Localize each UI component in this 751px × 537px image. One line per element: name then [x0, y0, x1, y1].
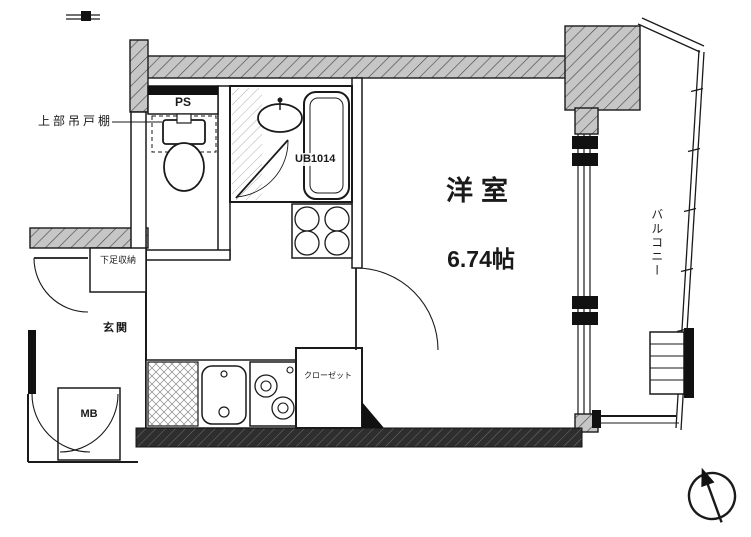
pipe-space-label: PS — [174, 95, 191, 109]
stove-burner — [271, 396, 295, 420]
upper-cabinet-label: 上部吊戸棚 — [38, 114, 114, 128]
wall-stub-left — [28, 330, 36, 394]
boundary-corner-marker — [66, 11, 100, 21]
kitchen-counter — [145, 359, 297, 429]
compass-icon — [687, 467, 737, 523]
entrance-label: 玄関 — [103, 322, 129, 334]
window-sash-blocks — [572, 136, 598, 325]
unit-bath-label: UB1014 — [293, 153, 338, 166]
compass-needle — [705, 480, 723, 523]
entrance-door — [33, 257, 89, 313]
room-door — [355, 267, 439, 351]
closet — [295, 347, 384, 429]
mb-door-swing-left — [31, 393, 91, 453]
closet-door-mark — [362, 402, 384, 428]
meter-box — [57, 387, 121, 461]
evacuation-ladder — [649, 328, 694, 398]
wall-top — [132, 55, 576, 79]
bathroom-door — [235, 139, 289, 199]
wall-right-upper — [574, 107, 599, 135]
toilet-flush-button — [176, 113, 192, 124]
washing-machine — [291, 203, 353, 259]
stove-knob — [286, 366, 294, 374]
toilet-bowl — [163, 142, 205, 192]
sink-drain — [218, 406, 230, 418]
meter-box-area — [27, 330, 138, 463]
kitchen-faucet — [220, 370, 228, 378]
main-room-size-label: 6.74帖 — [447, 246, 515, 272]
bathtub-inner — [309, 97, 344, 194]
toilet — [162, 113, 206, 192]
bathroom-door-swing-arc — [235, 139, 289, 198]
wall-bottom — [135, 427, 583, 448]
shoe-storage-box — [89, 247, 147, 293]
wall-top-right-block — [564, 25, 641, 111]
bathroom — [229, 85, 353, 203]
stove-burner — [254, 374, 278, 398]
balcony-area — [592, 328, 694, 428]
meter-box-label: MB — [80, 408, 98, 420]
wall-left-upper — [129, 39, 149, 113]
balcony-window — [577, 134, 591, 414]
refrigerator-space — [147, 361, 199, 427]
mb-door-swing-right — [59, 393, 119, 453]
shoe-storage-label: 下足収納 — [99, 255, 136, 265]
kitchen-sink — [201, 365, 247, 425]
exterior-walls — [29, 25, 641, 433]
wall-entrance-top — [29, 227, 149, 249]
bathroom-faucet-knob — [277, 97, 283, 103]
closet-label: クローゼット — [304, 371, 352, 380]
entrance-door-swing-arc — [33, 257, 89, 313]
room-door-swing-arc — [355, 267, 439, 351]
bathtub — [303, 91, 350, 200]
compass-north-arrow — [701, 467, 715, 488]
main-room-label: 洋室 — [446, 176, 516, 206]
bathroom-tile-floor — [232, 88, 262, 200]
balcony-label: バルコニー — [649, 208, 664, 278]
